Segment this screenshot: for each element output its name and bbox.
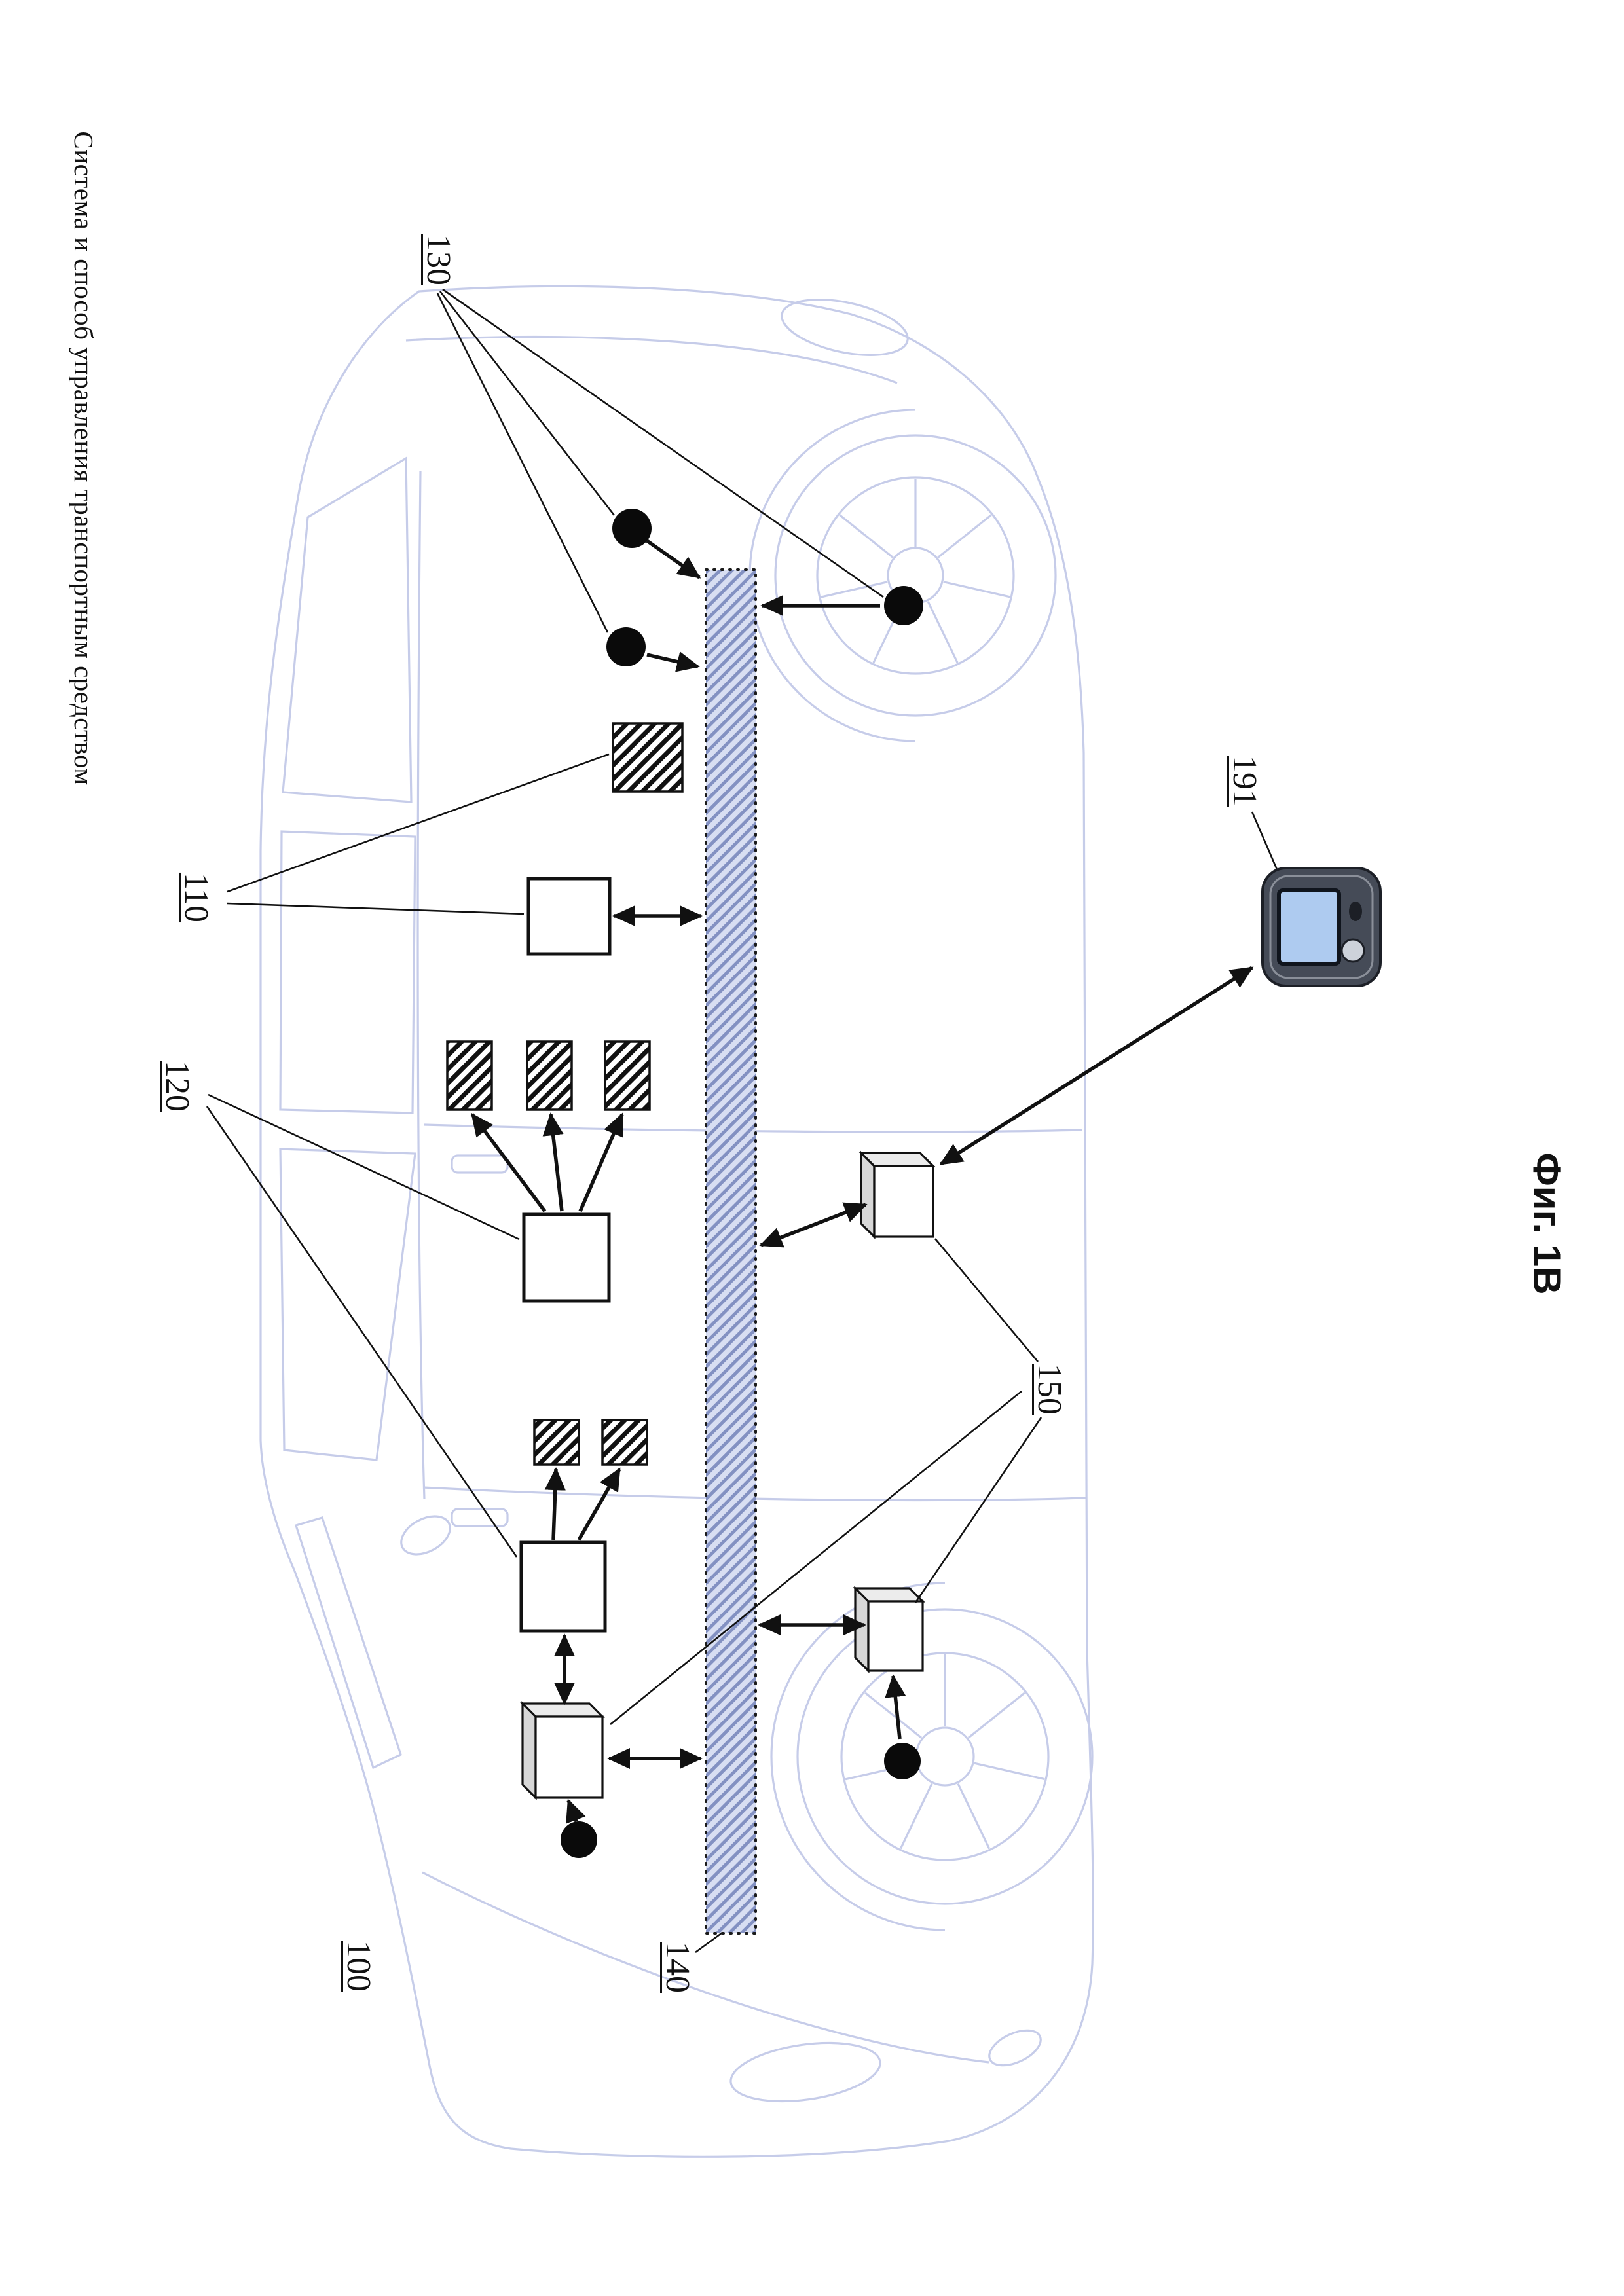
car-front-door-window	[279, 1148, 416, 1461]
car-mirror	[400, 1515, 451, 1556]
vehicle-bus-bar	[705, 568, 757, 1935]
car-outline	[259, 285, 1094, 2158]
leader-130-2	[436, 293, 609, 633]
arrow-bus-boxf	[759, 1202, 868, 1248]
actuator-small-1	[533, 1419, 580, 1466]
arrow-dot2-bus	[646, 651, 700, 672]
ref-label-140: 140	[659, 1942, 697, 1993]
interface-box-d	[520, 1701, 605, 1800]
car-beltline	[416, 471, 426, 1500]
arrow-ecub-strip3	[578, 1112, 624, 1212]
leader-150-2	[610, 1390, 1022, 1726]
car-taillight	[781, 299, 909, 356]
arrow-ecub-strip2	[542, 1112, 564, 1212]
ref-label-150: 150	[1031, 1364, 1069, 1415]
ecu-box-c	[519, 1540, 607, 1633]
ref-label-110: 110	[177, 872, 215, 923]
remote-device	[1261, 867, 1382, 987]
arrow-dot5-boxe	[885, 1674, 906, 1740]
car-rear-door-window	[279, 830, 416, 1114]
interface-box-e	[853, 1586, 925, 1673]
arrow-ecuc-small2	[577, 1467, 621, 1541]
sensor-dots	[561, 509, 923, 1858]
leader-110-2	[227, 902, 525, 915]
actuator-strip-1	[446, 1040, 493, 1111]
actuator-strip-2	[526, 1040, 573, 1111]
car-rear-deck-line	[405, 336, 898, 384]
figure-caption: Фиг. 1В	[1525, 1152, 1570, 1295]
car-headlight	[729, 2041, 881, 2103]
leader-191	[1251, 811, 1278, 870]
leader-120-1	[208, 1093, 520, 1241]
remote-device-speaker	[1349, 902, 1362, 921]
ref-label-100: 100	[340, 1941, 378, 1992]
arrow-dot1-bus	[646, 539, 701, 579]
leader-150-1	[934, 1238, 1039, 1362]
ref-label-130: 130	[420, 234, 458, 285]
car-door-handle-2	[451, 1508, 509, 1527]
car-front-wheel	[770, 1582, 1094, 1931]
leader-140	[695, 1931, 723, 1954]
leader-130-1	[439, 291, 616, 516]
arrow-ecuc-small1	[544, 1467, 566, 1540]
sensor-dot-3	[884, 586, 923, 625]
leader-130-3	[442, 288, 884, 598]
signal-arrows	[470, 539, 1254, 1824]
car-door-seam-2	[422, 1486, 1086, 1502]
arrow-ecub-strip1	[470, 1112, 547, 1212]
car-body	[259, 285, 1094, 2158]
actuator-small-2	[601, 1419, 648, 1466]
remote-device-screen	[1277, 888, 1341, 966]
sensor-dot-5	[884, 1743, 921, 1779]
sensor-dot-1	[612, 509, 652, 548]
leader-150-3	[914, 1417, 1043, 1603]
sensor-dot-2	[606, 627, 646, 666]
car-rear-window	[282, 456, 413, 803]
arrow-boxf-device	[939, 966, 1254, 1166]
car-hood-line	[422, 1871, 989, 2064]
car-windshield	[294, 1516, 402, 1770]
leader-120-2	[206, 1106, 518, 1558]
page-title: Система и способ управления транспортным…	[69, 131, 99, 786]
car-foglight	[988, 2029, 1042, 2067]
ref-label-191: 191	[1226, 756, 1264, 807]
actuator-strip-3	[604, 1040, 651, 1111]
car-rear-wheel	[748, 409, 1057, 742]
actuator-block-large	[612, 722, 684, 793]
sensor-dot-4	[561, 1821, 597, 1858]
ecu-box-b	[522, 1212, 611, 1303]
interface-box-f	[858, 1150, 936, 1239]
leader-lines	[206, 288, 1278, 1954]
remote-device-button	[1340, 938, 1365, 963]
arrow-dot4-boxd	[566, 1798, 586, 1824]
car-door-handle-1	[451, 1154, 509, 1174]
ecu-box-a	[526, 877, 612, 956]
ref-label-120: 120	[158, 1061, 196, 1112]
leader-110-1	[227, 753, 610, 893]
